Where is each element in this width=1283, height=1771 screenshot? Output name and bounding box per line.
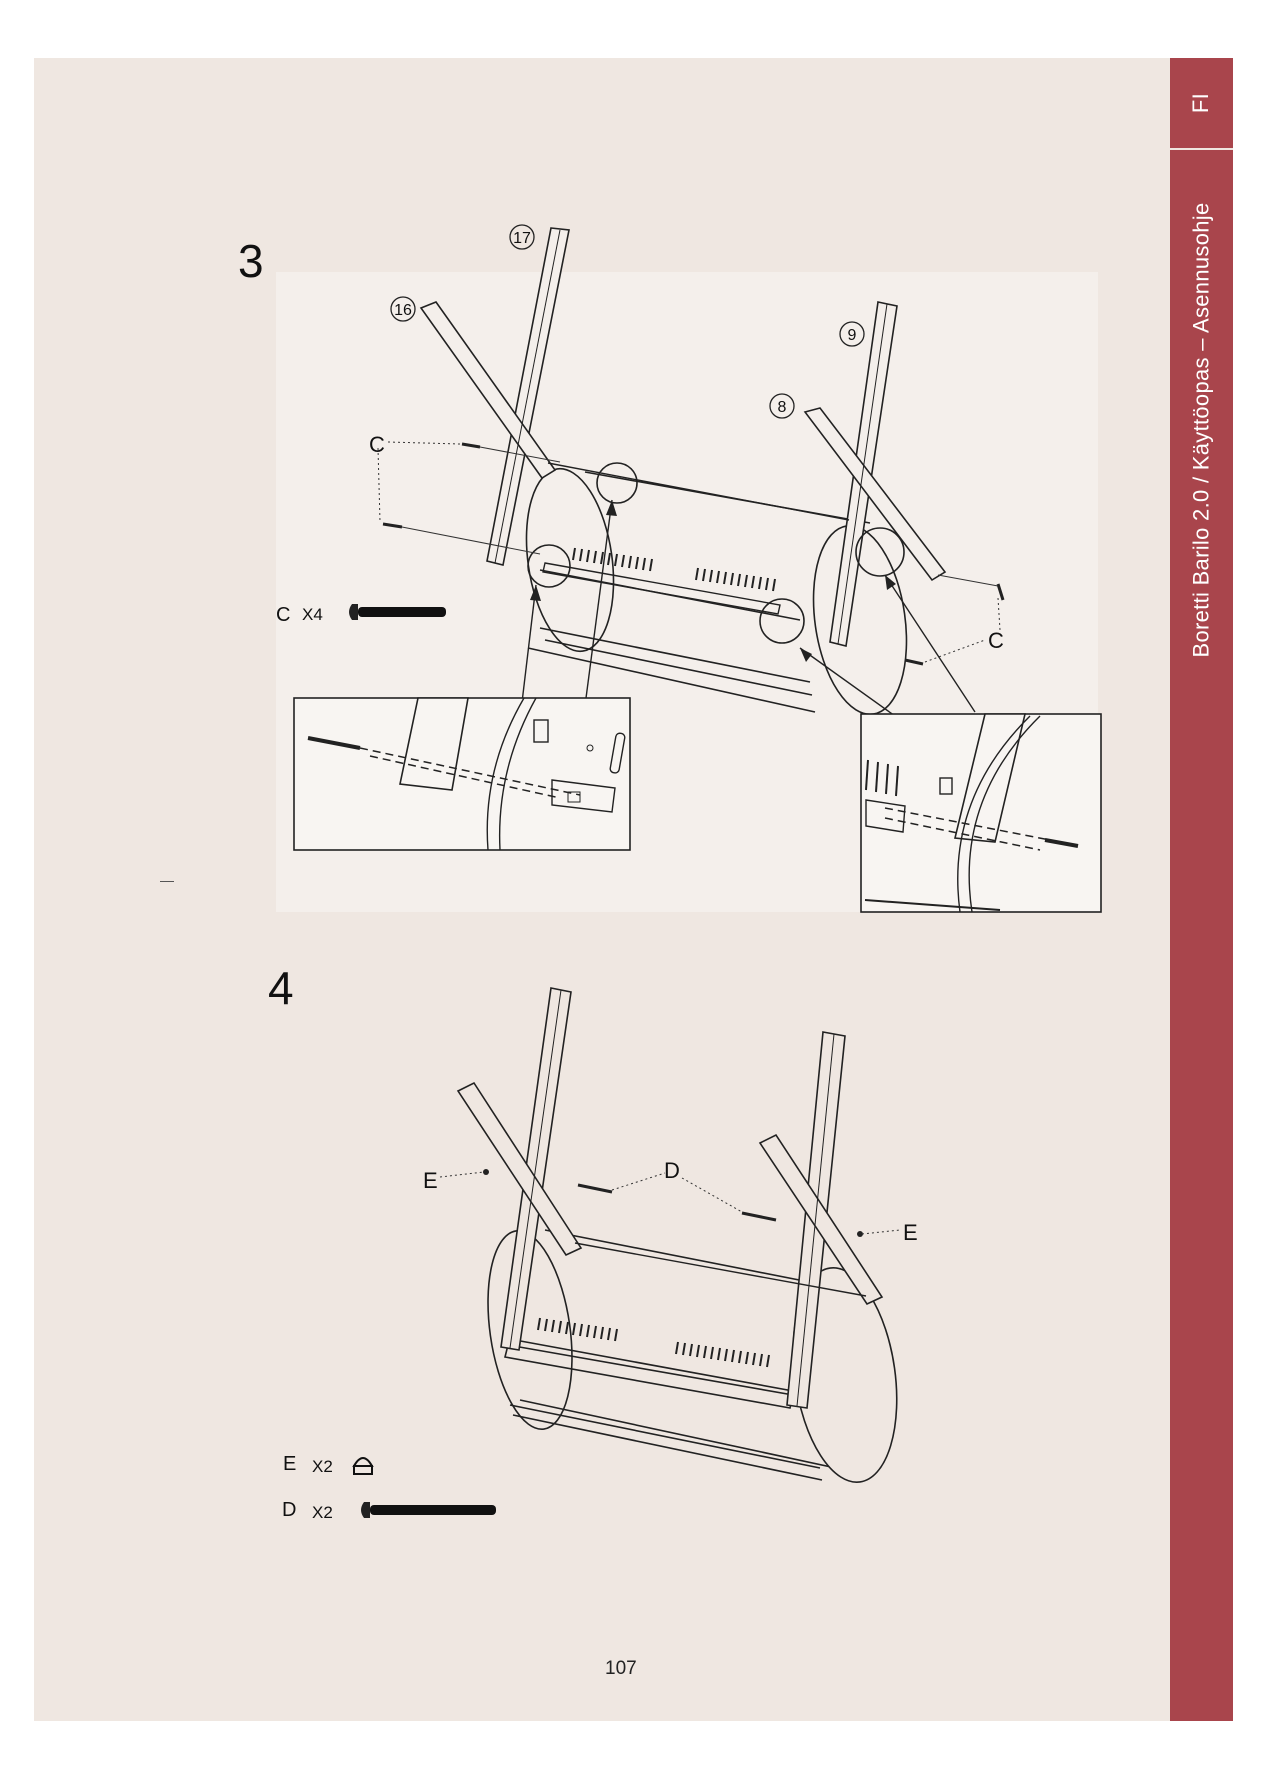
letter-d: D [664,1158,680,1183]
page-number: 107 [605,1658,637,1679]
leg-lines-4 [509,989,835,1407]
vent-slots-4 [537,1317,770,1368]
cross-bar [542,562,781,615]
hardware-e-count: X2 [312,1457,333,1476]
callout-8: 8 [778,399,787,416]
step-4-nuts [483,1169,863,1237]
callout-9: 9 [848,327,857,344]
letter-e-right: E [903,1220,918,1245]
letter-c-left: C [369,432,385,457]
step-4-hardware-icons [352,1457,496,1518]
hardware-e-letter: E [283,1453,297,1475]
hardware-d-count: X2 [312,1503,333,1522]
stray-dash [160,881,174,882]
letter-e-left: E [423,1168,438,1193]
vent-slots [572,547,776,592]
arrow-heads [530,500,896,662]
step-3-screws [382,442,1005,666]
side-band-divider [1170,148,1233,150]
assembly-lines [401,446,999,587]
letter-c-right: C [988,628,1004,653]
bolt-icon-d [361,1502,496,1518]
leader-lines-c [377,441,1001,663]
top-connector [547,462,850,521]
step-4-bolts [577,1183,777,1222]
leg-detail-lines [494,229,888,645]
cap-nut-icon [352,1457,374,1475]
rear-connector-4 [574,1242,867,1297]
hardware-c-letter: C [276,604,291,626]
step-3-legs [419,227,947,647]
inset-left [293,697,631,851]
callout-17: 17 [513,230,531,247]
callout-16: 16 [394,302,412,319]
step-3-number: 3 [238,235,264,287]
inset-right [860,713,1102,913]
hardware-d-letter: D [282,1499,297,1521]
hardware-c-count: X4 [302,605,323,624]
step-4-number: 4 [268,962,294,1014]
step-3-illustration: 17 16 9 8 C C [276,224,1102,913]
detail-circles [527,462,905,644]
part-callouts: 17 16 9 8 C C [369,224,1004,653]
front-frame-4 [504,1344,794,1409]
step-3-bolt-icon [349,604,446,620]
side-band [1170,58,1233,1721]
step-4-illustration: E D E [423,987,918,1483]
leader-lines-4 [439,1171,901,1235]
